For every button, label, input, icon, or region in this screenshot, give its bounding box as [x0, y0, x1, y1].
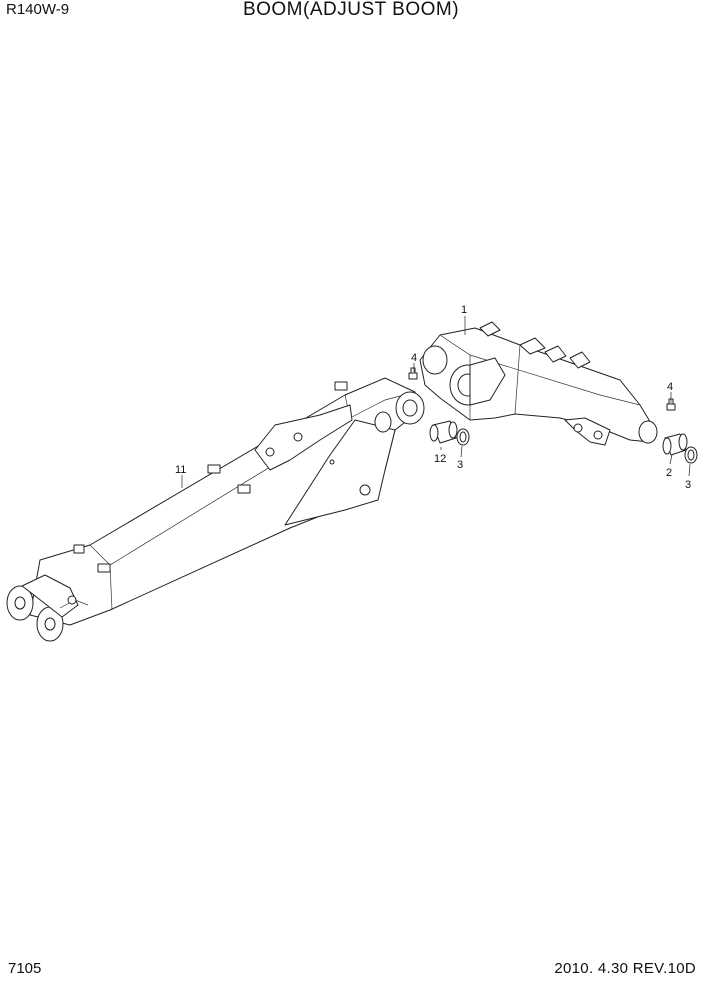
callout-boom-lower: 11 — [175, 464, 186, 476]
callout-bushing-left: 12 — [434, 453, 446, 465]
page-title: BOOM(ADJUST BOOM) — [242, 0, 460, 20]
callout-seal-right: 3 — [685, 479, 691, 491]
callout-fitting-left: 4 — [411, 352, 417, 364]
callout-seal-left: 3 — [457, 459, 463, 471]
fitting-left-part — [408, 367, 418, 380]
upper-boom-part — [419, 321, 658, 446]
model-code: R140W-9 — [6, 1, 70, 18]
callout-fitting-right: 4 — [667, 381, 673, 393]
bushing-left-part — [429, 420, 458, 444]
revision-date: 2010. 4.30 REV.10D — [554, 960, 696, 977]
seal-right-part — [684, 446, 698, 464]
callout-bushing-right: 2 — [666, 467, 672, 479]
lower-boom-part — [6, 377, 425, 642]
seal-left-part — [456, 428, 470, 446]
page-number: 7105 — [8, 960, 42, 977]
bushing-right-part — [662, 433, 688, 456]
callout-boom-upper: 1 — [461, 304, 467, 316]
